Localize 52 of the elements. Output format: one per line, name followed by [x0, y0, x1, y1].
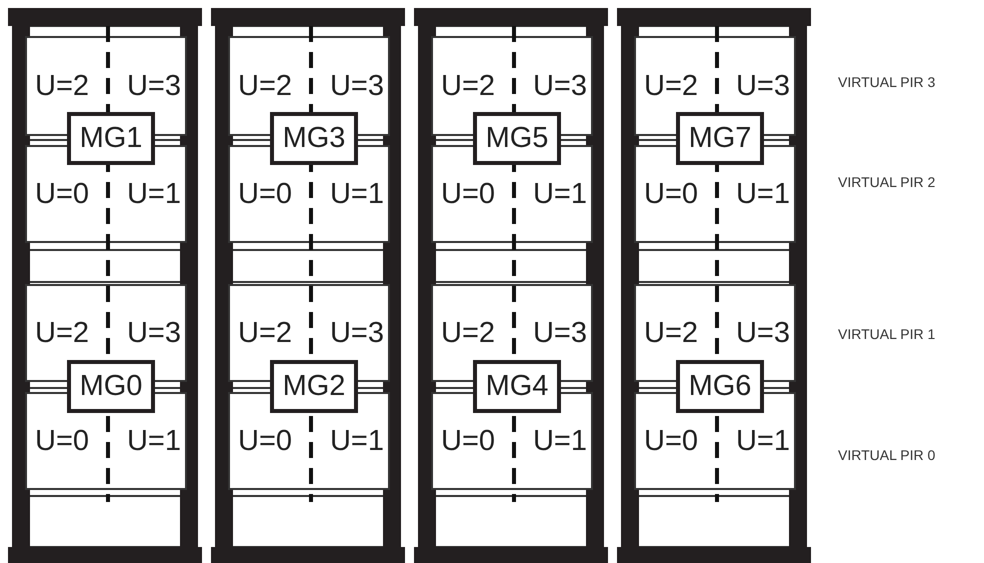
- unit-label: U=0: [441, 180, 496, 208]
- unit-label: U=3: [532, 72, 587, 100]
- module-group-box: [67, 112, 155, 165]
- unit-label: U=0: [35, 180, 90, 208]
- module-group-box: [270, 112, 358, 165]
- module-group-label: MG1: [80, 124, 142, 153]
- unit-label: U=2: [441, 318, 496, 348]
- unit-label: U=2: [644, 318, 698, 348]
- row-label: VIRTUAL PIR 3: [838, 73, 936, 92]
- unit-label: U=1: [736, 426, 790, 456]
- module-group-label: MG6: [688, 372, 752, 401]
- unit-label: U=2: [238, 318, 292, 348]
- unit-label: U=1: [330, 180, 384, 208]
- module-group-box: [270, 360, 358, 413]
- unit-label: U=0: [644, 426, 698, 456]
- unit-label: U=2: [238, 72, 292, 100]
- module-group-box: [473, 360, 561, 413]
- unit-label: U=0: [441, 426, 496, 456]
- unit-label: U=0: [238, 426, 292, 456]
- unit-label: U=0: [644, 180, 698, 208]
- unit-label: U=1: [736, 180, 790, 208]
- unit-label: U=3: [126, 72, 181, 100]
- module-group-label: MG4: [486, 372, 548, 401]
- module-group-label: MG5: [486, 124, 548, 153]
- module-group-label: MG3: [282, 124, 346, 153]
- unit-label: U=0: [35, 426, 90, 456]
- unit-label: U=2: [441, 72, 496, 100]
- unit-label: U=3: [126, 318, 181, 348]
- unit-label: U=3: [736, 318, 790, 348]
- module-group-box: [676, 112, 764, 165]
- module-group-box: [676, 360, 764, 413]
- row-label: VIRTUAL PIR 1: [838, 325, 936, 344]
- row-label: VIRTUAL PIR 2: [838, 173, 936, 192]
- module-group-box: [67, 360, 155, 413]
- unit-label: U=1: [532, 180, 587, 208]
- module-group-label: MG7: [688, 124, 752, 153]
- module-group-label: MG0: [80, 372, 142, 401]
- unit-label: U=1: [330, 426, 384, 456]
- unit-label: U=3: [330, 318, 384, 348]
- unit-label: U=1: [126, 180, 181, 208]
- unit-label: U=0: [238, 180, 292, 208]
- module-group-label: MG2: [282, 372, 346, 401]
- unit-label: U=3: [330, 72, 384, 100]
- row-label: VIRTUAL PIR 0: [838, 446, 936, 465]
- unit-label: U=2: [644, 72, 698, 100]
- module-group-box: [473, 112, 561, 165]
- unit-label: U=2: [35, 72, 90, 100]
- unit-label: U=1: [532, 426, 587, 456]
- unit-label: U=1: [126, 426, 181, 456]
- unit-label: U=3: [532, 318, 587, 348]
- unit-label: U=2: [35, 318, 90, 348]
- unit-label: U=3: [736, 72, 790, 100]
